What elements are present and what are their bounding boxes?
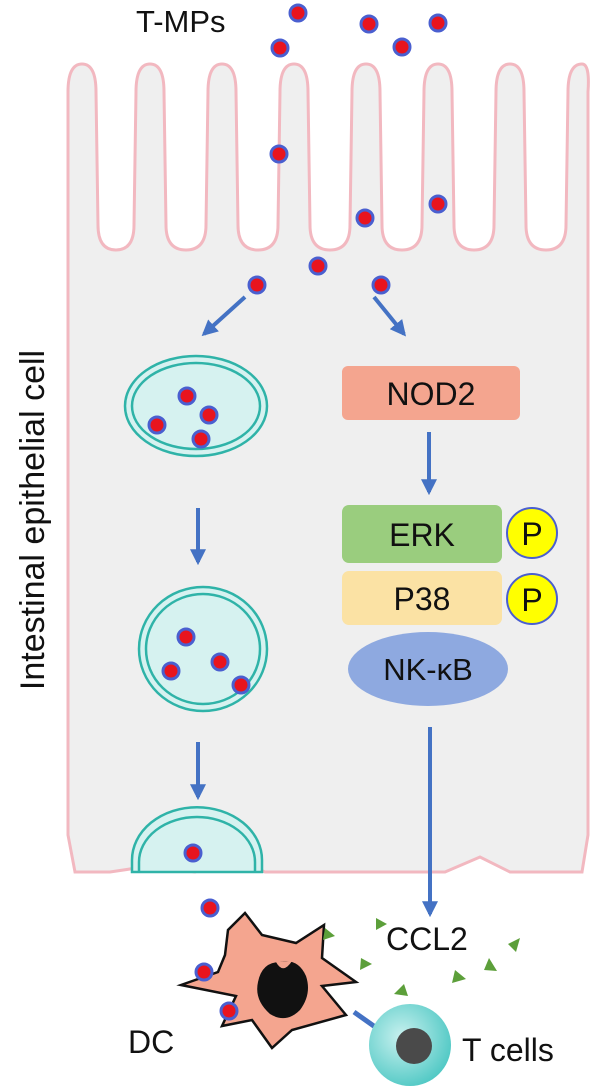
particle	[210, 652, 230, 672]
nod2-box: NOD2	[342, 366, 520, 420]
cell-label: Intestinal epithelial cell	[14, 350, 52, 690]
t-cell-nucleus	[396, 1028, 432, 1064]
erk-label: ERK	[389, 517, 455, 553]
particle	[161, 661, 181, 681]
particle	[194, 962, 214, 982]
ccl2-triangle	[360, 958, 372, 970]
particle	[219, 1001, 239, 1021]
dc-label: DC	[128, 1024, 174, 1060]
arrow-to-vesicle	[201, 295, 247, 337]
particle	[231, 675, 251, 695]
particles-label: T-MPs	[136, 4, 226, 39]
particle	[176, 627, 196, 647]
particle	[359, 14, 379, 34]
particle	[183, 843, 203, 863]
particle	[308, 256, 328, 276]
dc-nucleus	[257, 961, 308, 1019]
ccl2-triangle	[323, 928, 335, 940]
ccl2-triangle	[394, 984, 408, 996]
ccl2-triangle	[484, 958, 497, 971]
epithelial-cell-membrane	[66, 62, 590, 874]
p38-label: P38	[394, 581, 451, 617]
particle	[200, 898, 220, 918]
particle	[147, 415, 167, 435]
arrows	[190, 295, 438, 918]
particle	[269, 144, 289, 164]
particle	[371, 275, 391, 295]
arrow-to-nod2	[372, 295, 407, 337]
p38-phospho-label: P	[521, 582, 542, 618]
ccl2-triangle	[452, 970, 466, 983]
particle	[247, 275, 267, 295]
erk-box: ERK	[342, 505, 502, 563]
tcells-label: T cells	[462, 1032, 554, 1068]
nod2-label: NOD2	[387, 376, 476, 412]
ccl2-triangle	[376, 918, 387, 930]
dc-nucleus-notch	[276, 961, 292, 969]
erk-phospho: P	[506, 507, 558, 559]
particle	[199, 405, 219, 425]
nfkb-node: NK-κB	[348, 632, 508, 706]
particle	[428, 13, 448, 33]
particle	[288, 3, 308, 23]
nfkb-label: NK-κB	[383, 652, 473, 687]
particle	[177, 386, 197, 406]
particle	[191, 429, 211, 449]
particles	[147, 3, 448, 1021]
ccl2-label: CCL2	[386, 921, 468, 957]
ccl2-triangle	[508, 938, 520, 952]
erk-phospho-label: P	[521, 516, 542, 552]
p38-box: P38	[342, 571, 502, 625]
particle	[355, 208, 375, 228]
particle	[428, 194, 448, 214]
p38-phospho: P	[506, 573, 558, 625]
particle	[270, 38, 290, 58]
ccl2-chemokines	[323, 918, 520, 996]
vesicle-3	[130, 806, 264, 874]
vesicle-2	[137, 585, 269, 713]
particle	[392, 37, 412, 57]
